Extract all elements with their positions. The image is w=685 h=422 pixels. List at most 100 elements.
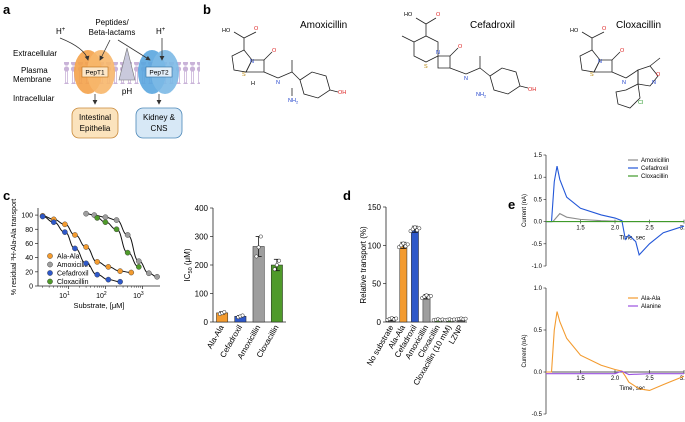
amox-h: H (251, 81, 255, 87)
y-tick-label: 0.0 (534, 220, 543, 226)
data-point-amoxicillin (124, 232, 131, 238)
replicate-point (256, 245, 261, 250)
y-tick-label: 0 (204, 318, 209, 327)
y-tick-label: -0.5 (532, 412, 543, 418)
y-tick-label: 150 (368, 203, 382, 212)
x-tick-label: 1.5 (576, 226, 585, 232)
y-axis-title: % residual ³H-Ala-Ala transport (11, 199, 18, 296)
data-point-amoxicillin (102, 214, 109, 221)
amox-s: S (242, 72, 246, 78)
bar-cefadroxil (411, 228, 419, 323)
replicate-point (417, 226, 422, 231)
data-point-cloxacillin (113, 226, 120, 233)
x-tick-label: 3.0 (680, 376, 685, 382)
data-point-cefadroxil (105, 276, 112, 283)
x-tick-label: 2.5 (645, 376, 654, 382)
peptides-label: Peptides/ (95, 18, 129, 27)
data-point-amoxicillin (146, 270, 152, 277)
panel-label-d: d (343, 188, 351, 203)
legend-label-amoxicillin: Amoxicillin (641, 158, 669, 164)
cefa-nh: N (464, 76, 468, 82)
pept2-transporter: PepT2 (138, 50, 179, 94)
amoxicillin-structure (231, 31, 339, 99)
amox-nh: N (276, 80, 280, 86)
x-tick-label: 2.5 (645, 226, 654, 232)
y-tick-label: 80 (25, 227, 33, 234)
clox-s: S (590, 72, 594, 78)
x-tick-label: 1.5 (576, 376, 585, 382)
replicate-point (272, 267, 277, 272)
data-point-cloxacillin (94, 215, 101, 221)
fit-curve-amoxicillin (86, 213, 158, 278)
legend-marker-cefadroxil (47, 270, 53, 276)
legend-label-amoxicillin: Amoxicillin (57, 262, 90, 269)
replicate-point (401, 241, 406, 246)
data-point-cefadroxil (117, 278, 123, 285)
pept2-label: PepT2 (149, 70, 169, 77)
replicate-point (274, 263, 279, 267)
y-tick-label: 1.0 (534, 286, 543, 292)
y-tick-label: 100 (195, 290, 209, 299)
intestinal-label: Intestinal (79, 113, 111, 122)
beta-lactams-label: Beta-lactams (89, 28, 136, 37)
y-tick-label: 0.5 (534, 197, 543, 203)
extracellular-label: Extracellular (13, 49, 57, 58)
y-tick-label: 400 (195, 204, 209, 213)
y-axis-title: Current (nA) (522, 334, 528, 367)
cefa-oh: OH (528, 87, 536, 93)
data-point-cefadroxil (50, 219, 57, 225)
y-tick-label: 1.0 (534, 175, 543, 181)
data-point-ala-ala (83, 244, 89, 250)
x-tick-label: 2.0 (611, 376, 620, 382)
kidney-label: Kidney & (143, 113, 176, 122)
y-tick-label: 100 (21, 213, 33, 220)
cefa-carbonyl-o: O (458, 44, 463, 50)
data-point-cefadroxil (83, 260, 89, 267)
epithelia-label: Epithelia (80, 124, 111, 133)
data-point-ala-ala (94, 259, 101, 265)
cefa-n: N (436, 50, 440, 56)
legend-marker-ala-ala (47, 253, 53, 259)
data-point-amoxicillin (154, 273, 160, 280)
amox-ho: HO (222, 28, 231, 34)
y-tick-label: -0.5 (532, 242, 543, 248)
amox-o: O (254, 26, 259, 32)
trace-alanine (546, 370, 684, 376)
x-tick-label: 2.0 (611, 226, 620, 232)
y-axis-title: Current (nA) (522, 194, 528, 227)
data-point-ala-ala (105, 264, 112, 270)
y-tick-label: 300 (195, 233, 209, 242)
amox-n: N (250, 59, 254, 65)
clox-o: O (602, 26, 607, 32)
data-point-cefadroxil (39, 213, 46, 220)
legend-label-cloxacillin: Cloxacillin (57, 279, 89, 286)
data-point-ala-ala (117, 268, 123, 274)
y-tick-label: 1.5 (534, 153, 543, 159)
replicate-point (394, 316, 399, 321)
panel-label-a: a (3, 2, 11, 17)
x-tick-label: 101 (59, 291, 70, 300)
legend-label-ala-ala: Ala-Ala (641, 296, 661, 302)
cefa-s: S (424, 64, 428, 70)
cefa-ho: HO (404, 12, 413, 18)
y-tick-label: 50 (372, 280, 381, 289)
data-point-cloxacillin (102, 219, 109, 225)
bar-amoxicillin (422, 296, 431, 323)
chart-current-ala-ala: 1.00.50.0-0.51.52.02.53.0Time, secCurren… (522, 286, 685, 418)
x-tick-label: 3.0 (680, 226, 685, 232)
clox-cl: Cl (638, 100, 643, 106)
data-point-ala-ala (128, 269, 135, 276)
intracellular-label: Intracellular (13, 94, 55, 103)
h-plus-right: H+ (156, 27, 166, 36)
y-tick-label: 200 (195, 261, 209, 270)
bar-cloxacillin (270, 264, 283, 323)
cefadroxil-name: Cefadroxil (470, 20, 515, 31)
x-axis-title: Time, sec (619, 386, 645, 392)
replicate-point (428, 294, 433, 298)
clox-nh: N (622, 80, 626, 86)
replicate-point (254, 254, 259, 259)
panel-label-b: b (203, 2, 211, 17)
clox-isoxazole-o: O (656, 72, 661, 78)
y-tick-label: 0.5 (534, 328, 543, 334)
